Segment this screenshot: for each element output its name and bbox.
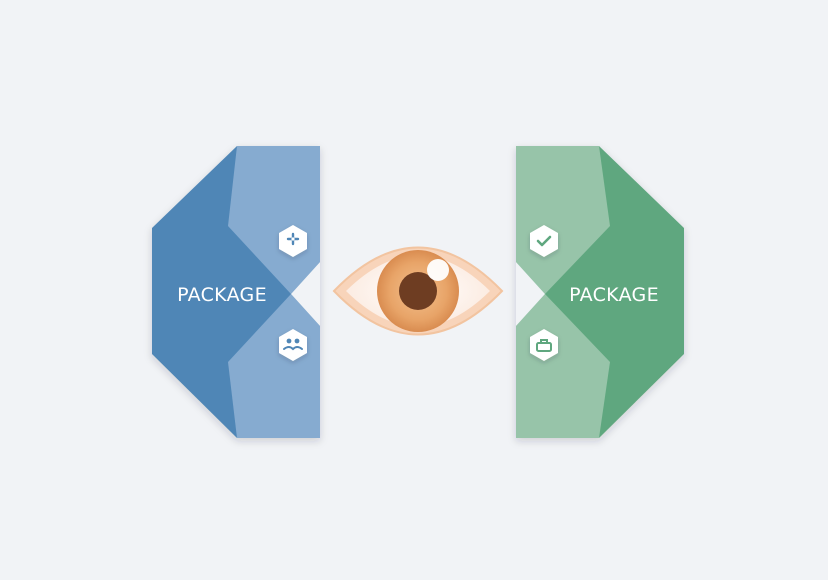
- left-package-top-panel: [228, 146, 320, 294]
- right-package-label: PACKAGE: [569, 284, 659, 306]
- package-box-icon: [530, 329, 558, 361]
- right-package-top-panel: [516, 146, 610, 294]
- people-chat-icon: [279, 329, 307, 361]
- left-package-label: PACKAGE: [177, 284, 267, 306]
- left-package-bottom-panel: [228, 294, 320, 438]
- eye-icon: [332, 246, 504, 336]
- plus-badge-icon: [279, 225, 307, 257]
- eye-highlight: [427, 259, 449, 281]
- checkmark-icon: [530, 225, 558, 257]
- eye-pupil: [399, 272, 437, 310]
- left-package-notch: [291, 262, 320, 326]
- left-package: [152, 146, 320, 438]
- right-package-notch: [516, 262, 545, 326]
- right-package: [516, 146, 684, 438]
- right-package-bottom-panel: [516, 294, 610, 438]
